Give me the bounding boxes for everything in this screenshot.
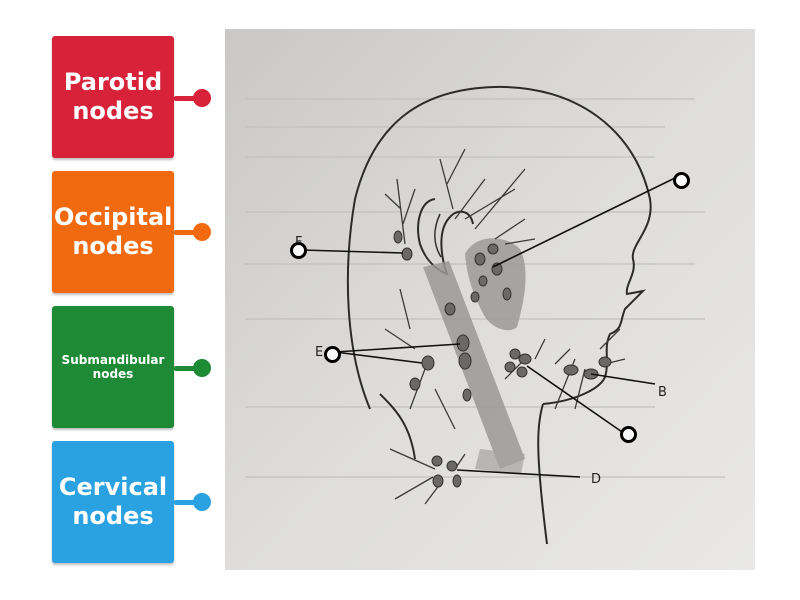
drag-handle-dot[interactable]: [193, 359, 211, 377]
drop-target[interactable]: [290, 242, 307, 259]
label-text: Parotid nodes: [63, 68, 163, 125]
diagram-letter: D: [591, 472, 601, 487]
drop-target[interactable]: [620, 426, 637, 443]
tile-connector: [174, 96, 198, 101]
diagram-letter: B: [658, 385, 667, 400]
label-tile-submandibular[interactable]: Submandibular nodes: [52, 306, 174, 428]
label-text: Submandibular nodes: [61, 352, 165, 381]
drop-target[interactable]: [673, 172, 690, 189]
drag-handle-dot[interactable]: [193, 89, 211, 107]
tile-connector: [174, 500, 198, 505]
label-text: Cervical nodes: [58, 473, 168, 530]
label-tile-parotid[interactable]: Parotid nodes: [52, 36, 174, 158]
drag-handle-dot[interactable]: [193, 223, 211, 241]
tile-connector: [174, 366, 198, 371]
drag-handle-dot[interactable]: [193, 493, 211, 511]
head-neck-lymph-diagram: F E B D: [225, 29, 755, 570]
label-tile-cervical[interactable]: Cervical nodes: [52, 441, 174, 563]
tile-connector: [174, 230, 198, 235]
label-tile-occipital[interactable]: Occipital nodes: [52, 171, 174, 293]
label-text: Occipital nodes: [54, 203, 173, 260]
diagram-letter: E: [315, 345, 323, 360]
drop-target[interactable]: [324, 346, 341, 363]
